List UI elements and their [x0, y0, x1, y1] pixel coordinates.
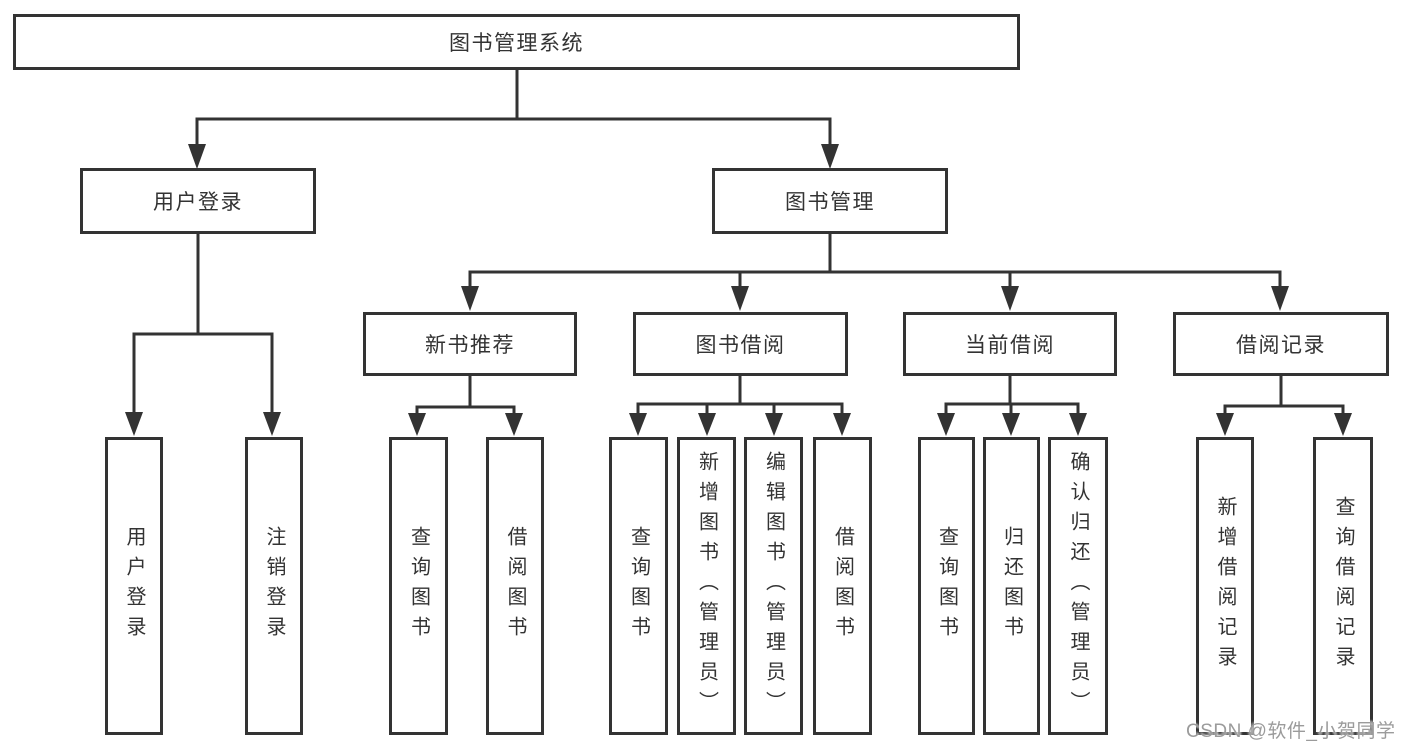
leaf-records-add-borrow-record: 新增借阅记录: [1196, 437, 1254, 735]
arrowhead-icon: [1001, 286, 1019, 311]
arrowhead-icon: [1216, 413, 1234, 436]
connector-userlogin-to-leaves: [125, 234, 281, 436]
leaf-newbooks-borrow-books: 借阅图书: [486, 437, 544, 735]
node-book-management: 图书管理: [712, 168, 948, 234]
arrowhead-icon: [698, 413, 716, 436]
arrowhead-icon: [937, 413, 955, 436]
leaf-bookborrow-query-books: 查询图书: [609, 437, 668, 735]
node-borrow-records: 借阅记录: [1173, 312, 1389, 376]
leaf-bookborrow-add-books-admin: 新增图书（管理员）: [677, 437, 736, 735]
arrowhead-icon: [731, 286, 749, 311]
arrowhead-icon: [629, 413, 647, 436]
connector-root-to-level2: [188, 70, 839, 169]
arrowhead-icon: [1271, 286, 1289, 311]
connector-bookborrow-to-leaves: [629, 376, 851, 436]
arrowhead-icon: [188, 144, 206, 169]
leaf-current-confirm-return-admin: 确认归还（管理员）: [1048, 437, 1108, 735]
node-current-borrow: 当前借阅: [903, 312, 1117, 376]
arrowhead-icon: [505, 413, 523, 436]
arrowhead-icon: [263, 412, 281, 436]
arrowhead-icon: [1069, 413, 1087, 436]
connector-bookmgmt-to-level3: [461, 234, 1289, 311]
connector-newbooks-to-leaves: [408, 376, 523, 436]
arrowhead-icon: [1002, 413, 1020, 436]
leaf-logout: 注销登录: [245, 437, 303, 735]
arrowhead-icon: [1334, 413, 1352, 436]
leaf-user-login: 用户登录: [105, 437, 163, 735]
node-new-book-recommend: 新书推荐: [363, 312, 577, 376]
leaf-current-return-books: 归还图书: [983, 437, 1040, 735]
node-user-login: 用户登录: [80, 168, 316, 234]
leaf-current-query-books: 查询图书: [918, 437, 975, 735]
arrowhead-icon: [408, 413, 426, 436]
arrowhead-icon: [821, 144, 839, 169]
node-root: 图书管理系统: [13, 14, 1020, 70]
connector-currentborrow-to-leaves: [937, 376, 1087, 436]
leaf-bookborrow-edit-books-admin: 编辑图书（管理员）: [744, 437, 803, 735]
node-book-borrow: 图书借阅: [633, 312, 848, 376]
arrowhead-icon: [833, 413, 851, 436]
connector-records-to-leaves: [1216, 376, 1352, 436]
watermark-text: CSDN @软件_小贺同学: [1186, 721, 1396, 742]
arrowhead-icon: [461, 286, 479, 311]
leaf-bookborrow-borrow-books: 借阅图书: [813, 437, 872, 735]
arrowhead-icon: [125, 412, 143, 436]
arrowhead-icon: [765, 413, 783, 436]
leaf-newbooks-query-books: 查询图书: [389, 437, 448, 735]
leaf-records-query-borrow-record: 查询借阅记录: [1313, 437, 1373, 735]
